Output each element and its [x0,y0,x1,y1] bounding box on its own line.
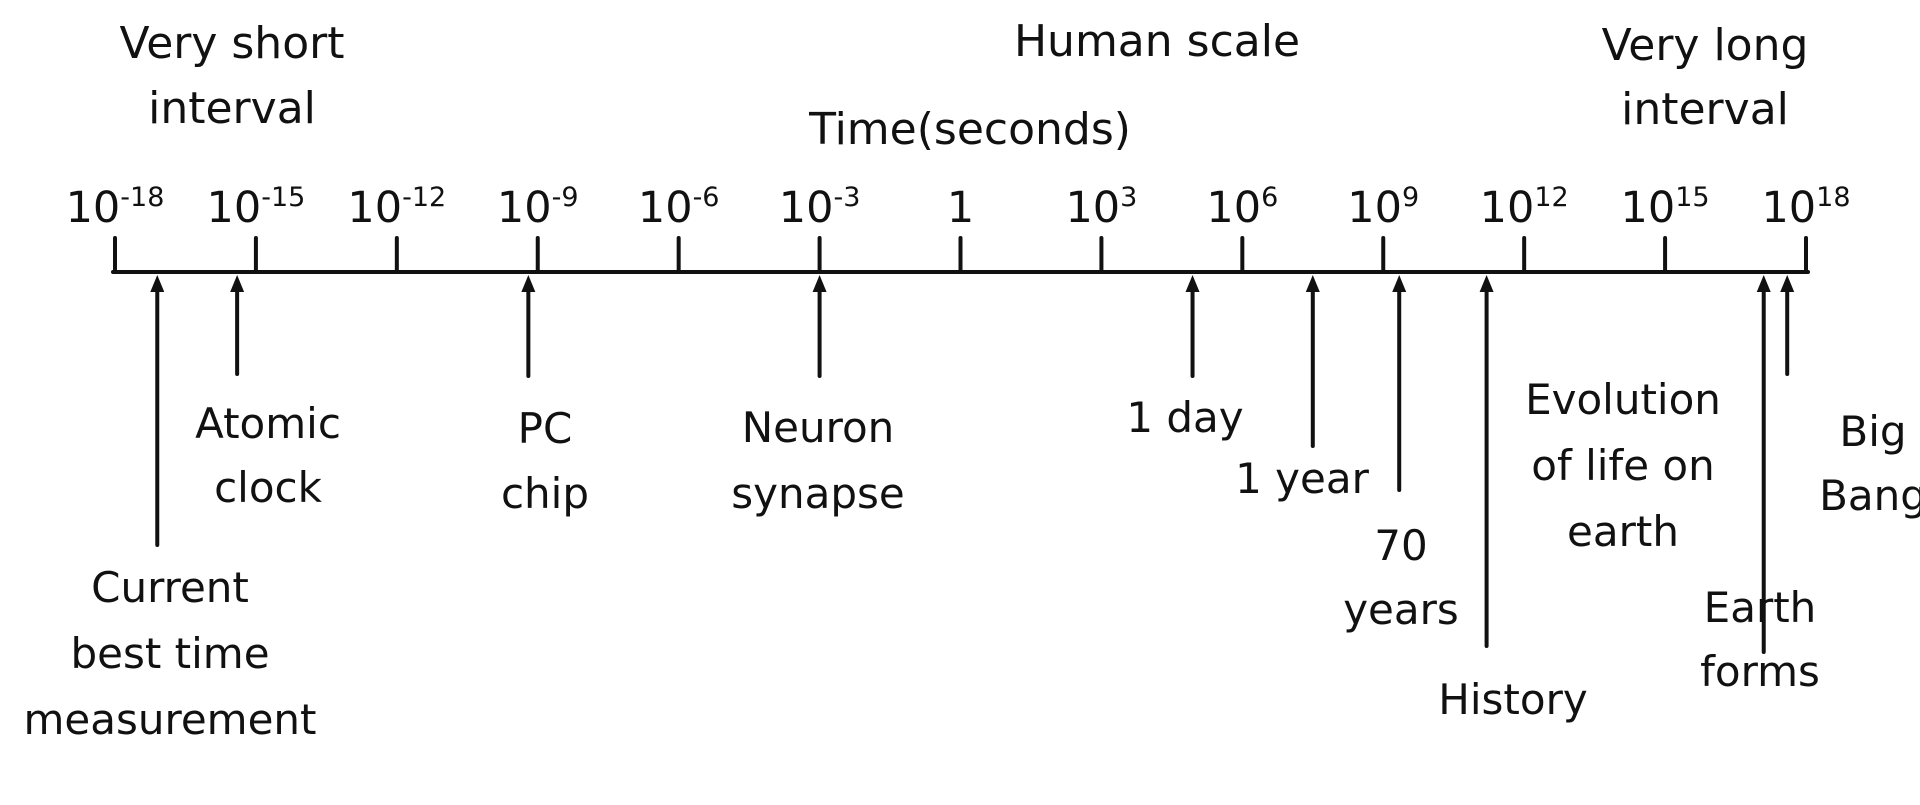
arrow-head-icon [230,275,245,292]
event-label: measurement [23,695,316,744]
tick-label: 1018 [1761,182,1850,233]
arrow-head-icon [1305,275,1320,292]
tick-label-base: 10 [779,183,834,233]
tick-label-exponent: -15 [261,182,305,213]
arrow-head-icon [1780,275,1795,292]
event-earth-forms: Earth forms [1700,275,1820,696]
tick-label: 10-6 [638,182,720,233]
tick-label-exponent: 12 [1534,182,1568,213]
event-pc-chip: PC chip [501,275,589,518]
event-label: Big [1839,407,1906,456]
event-label: forms [1700,647,1820,696]
tick-label: 106 [1206,182,1278,233]
tick-label-exponent: 3 [1120,182,1137,213]
event-atomic-clock: Atomic clock [195,275,341,512]
tick-label: 1 [947,183,974,233]
arrow-head-icon [812,275,827,292]
event-label: History [1438,675,1587,724]
event-label: Earth [1704,583,1817,632]
arrow-head-icon [521,275,536,292]
event-label: best time [70,629,269,678]
tick-label-base: 10 [497,183,552,233]
event-label: clock [214,463,323,512]
event-label: earth [1567,507,1679,556]
tick-label-base: 10 [638,183,693,233]
tick-label: 1015 [1621,182,1710,233]
tick-label-base: 10 [1347,183,1402,233]
event-evolution-of-life: Evolution of life on earth [1525,375,1721,556]
tick-label-exponent: -6 [693,182,720,213]
tick-label-exponent: -18 [120,182,164,213]
event-one-day: 1 day [1126,275,1244,442]
tick-label-base: 10 [1480,183,1535,233]
header-right-line-2: interval [1621,84,1789,135]
event-history: History [1438,275,1588,724]
header-left: Very short interval [120,18,345,134]
tick-label-base: 10 [207,183,262,233]
tick-label-exponent: -3 [833,182,860,213]
arrow-head-icon [1185,275,1200,292]
event-one-year: 1 year [1235,275,1370,503]
tick-label: 10-15 [207,182,306,233]
events: Current best time measurement Atomic clock PC… [23,275,1920,744]
arrow-head-icon [150,275,165,292]
tick-label-exponent: 6 [1261,182,1278,213]
tick-label-exponent: 15 [1675,182,1709,213]
tick-label-base: 10 [1206,183,1261,233]
arrow-head-icon [1756,275,1771,292]
tick-label-base: 10 [1761,183,1816,233]
event-label: Current [91,563,249,612]
header-center: Human scale [1014,16,1300,67]
event-label: of life on [1531,441,1714,490]
event-label: 1 day [1126,393,1243,442]
tick-label: 10-12 [347,182,446,233]
header-right-line-1: Very long [1602,20,1809,71]
event-label: chip [501,469,589,518]
arrow-head-icon [1392,275,1407,292]
tick-label-exponent: 9 [1402,182,1419,213]
event-neuron-synapse: Neuron synapse [731,275,905,518]
tick-label: 10-18 [66,182,165,233]
event-label: synapse [731,469,904,518]
tick-label-exponent: -12 [402,182,446,213]
event-label: Evolution [1525,375,1721,424]
event-label: Neuron [742,403,895,452]
tick-label: 103 [1065,182,1137,233]
tick-label-base: 10 [66,183,121,233]
tick-label-exponent: 18 [1816,182,1850,213]
header-left-line-2: interval [148,83,316,134]
tick-label-base: 10 [1621,183,1676,233]
event-label: Bang [1819,471,1920,520]
axis-title: Time(seconds) [808,104,1131,155]
header-left-line-1: Very short [120,18,345,69]
header-right: Very long interval [1602,20,1809,135]
arrow-head-icon [1479,275,1494,292]
event-seventy-years: 70 years [1343,275,1459,634]
tick-label-exponent: -9 [552,182,579,213]
event-label: 1 year [1235,454,1370,503]
tick-label: 10-3 [779,182,861,233]
tick-label: 1012 [1480,182,1569,233]
event-label: years [1343,585,1459,634]
tick-label-base: 1 [947,183,974,233]
tick-label: 109 [1347,182,1419,233]
header-center-line-1: Human scale [1014,16,1300,67]
tick-label-base: 10 [347,183,402,233]
tick-label-base: 10 [1065,183,1120,233]
event-label: PC [518,404,573,453]
event-label: Atomic [195,399,341,448]
event-best-time-measurement: Current best time measurement [23,275,317,744]
tick-label: 10-9 [497,182,579,233]
event-label: 70 [1374,521,1427,570]
